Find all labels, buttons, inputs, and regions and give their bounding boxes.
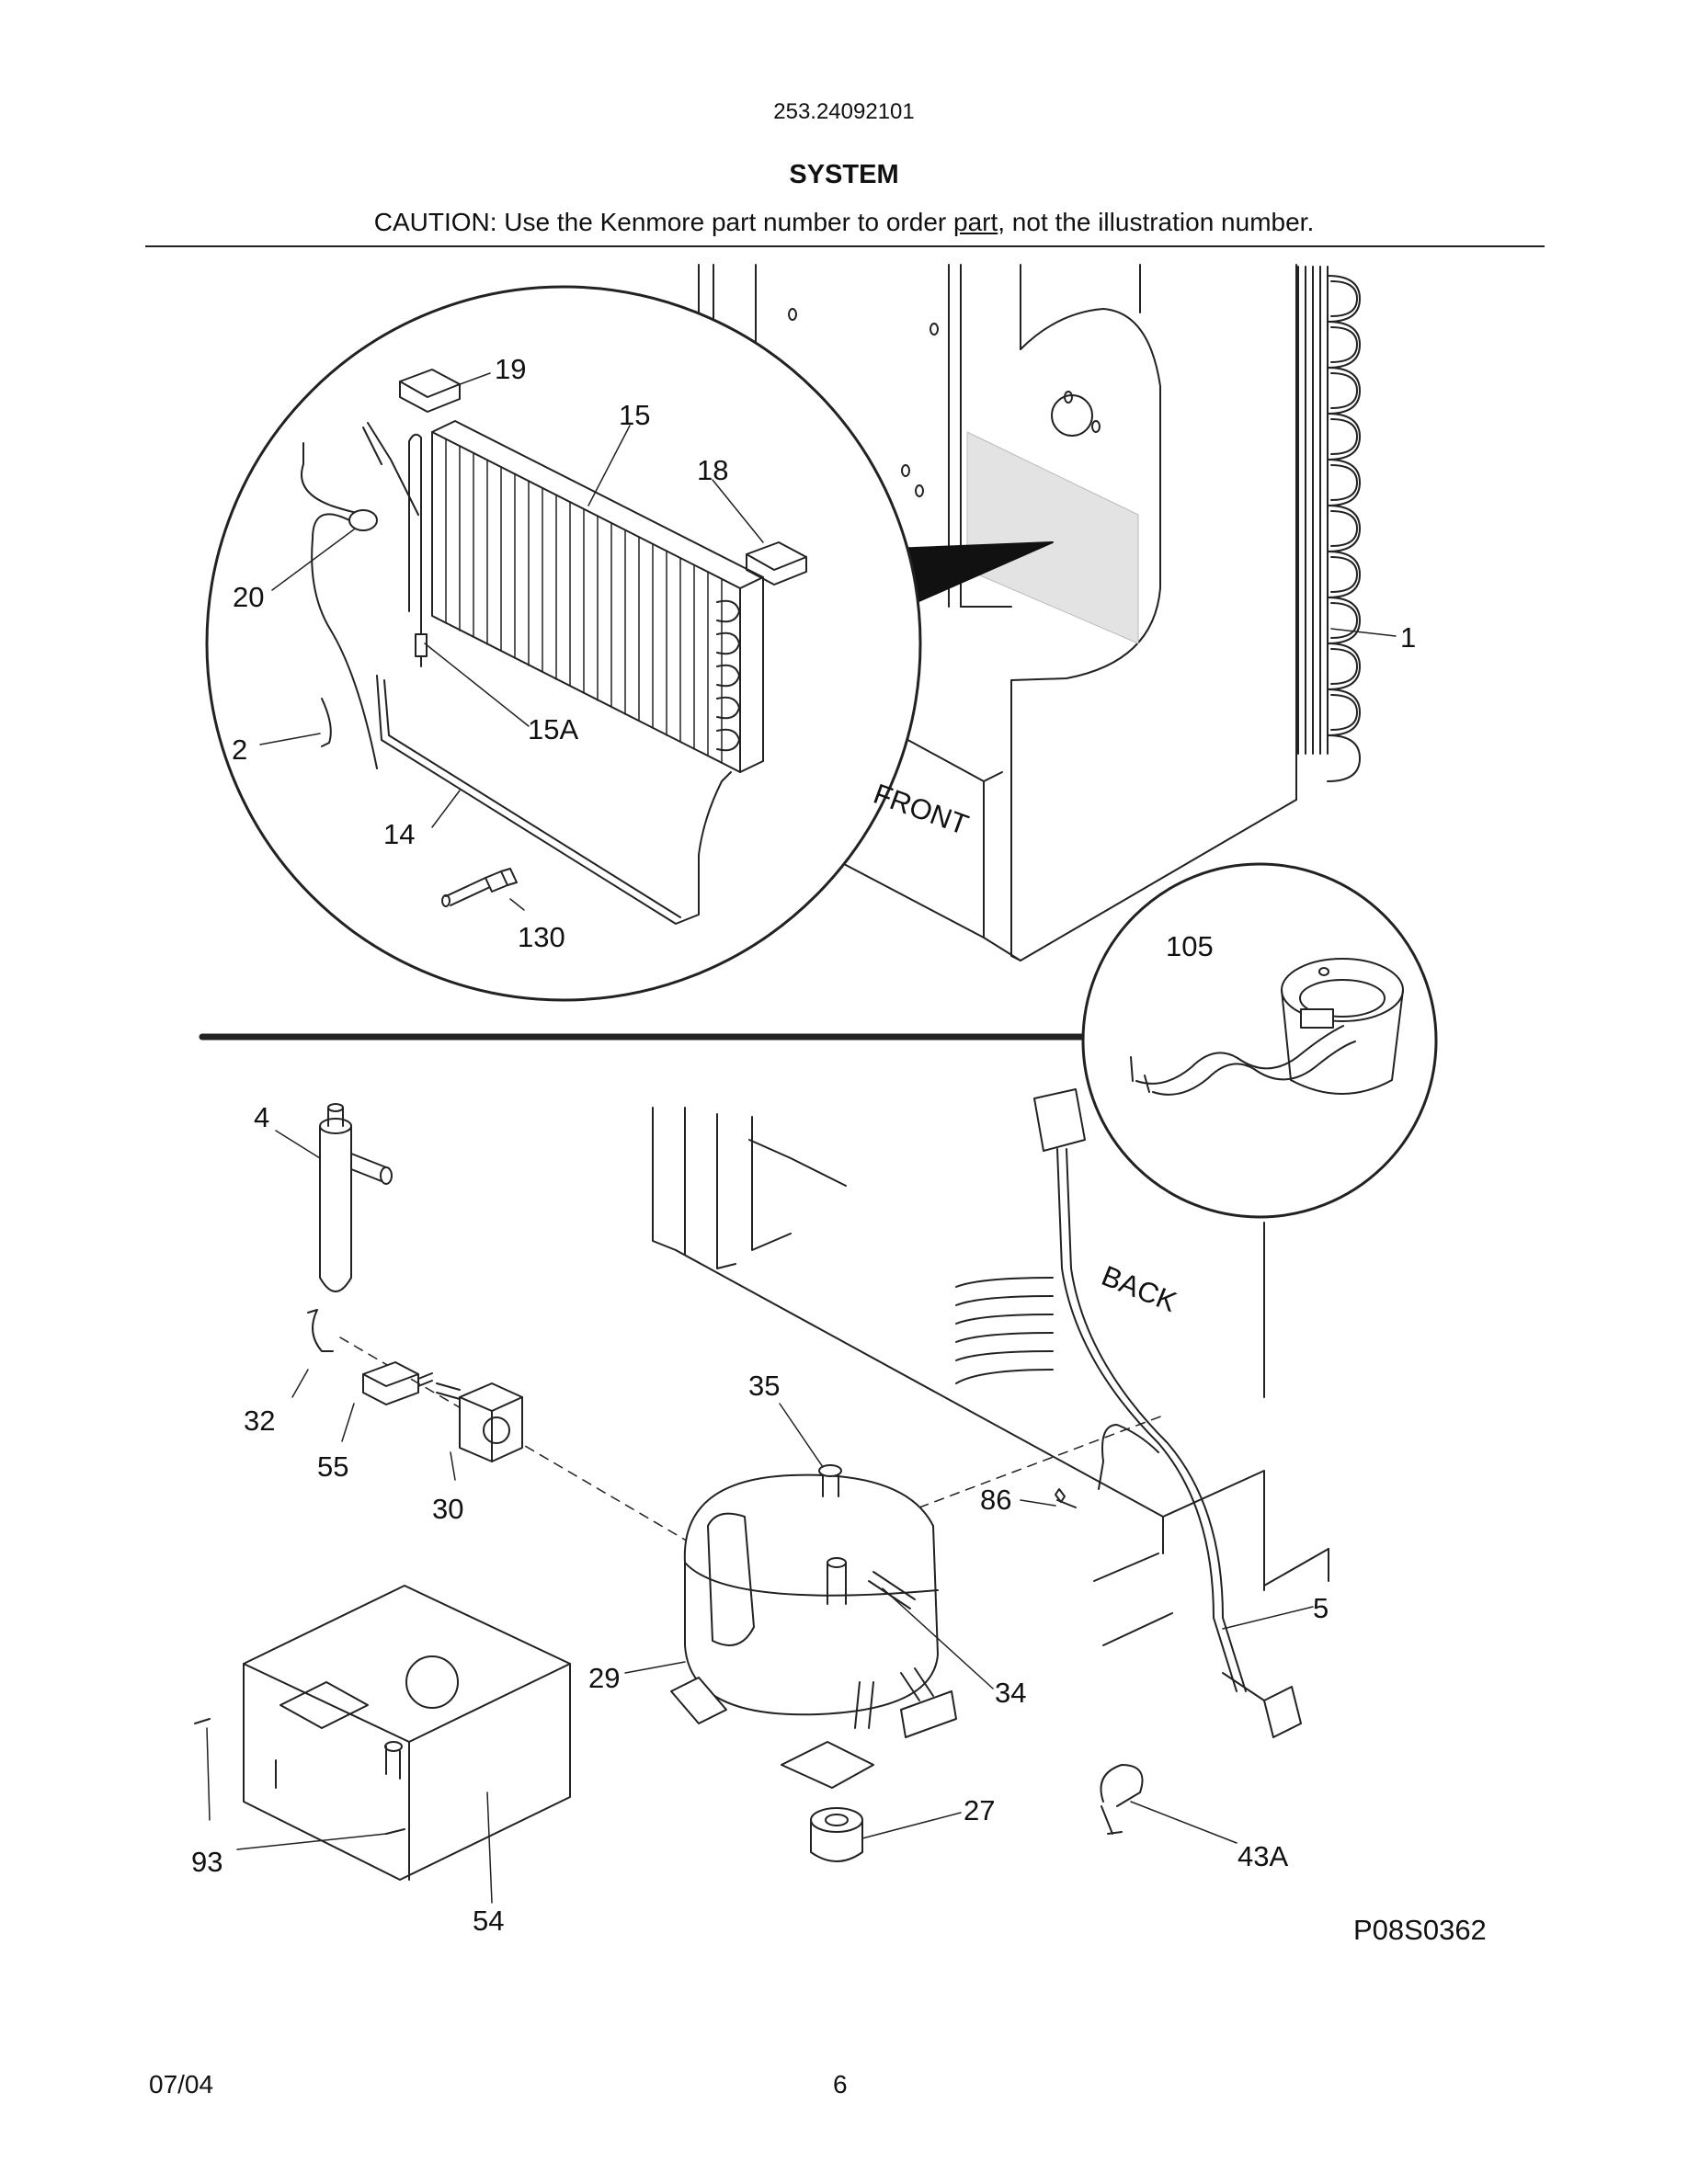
callout-130: 130 [518,921,565,953]
section-title: SYSTEM [789,160,899,189]
callout-29: 29 [588,1662,620,1694]
orientation-label-back: BACK [1097,1259,1181,1318]
callout-34: 34 [995,1677,1026,1709]
ground-screw [1055,1488,1077,1508]
callout-55: 55 [317,1450,348,1483]
page-number: 6 [833,2070,848,2099]
callout-93: 93 [191,1846,222,1878]
callout-43a: 43A [1237,1840,1288,1872]
compressor [670,1473,957,1789]
detail-circle-heater [1081,862,1438,1219]
evaporator-assembly [301,369,807,925]
callout-18: 18 [697,454,728,486]
orientation-label-front: FRONT [870,778,973,841]
filter-drier [319,1103,393,1292]
caution-link[interactable]: part [953,208,998,236]
callout-14: 14 [383,818,415,850]
defrost-heater-cup [1130,958,1404,1096]
callout-27: 27 [964,1794,995,1826]
callout-35: 35 [748,1370,780,1402]
callout-30: 30 [432,1493,463,1525]
leader-lines [206,372,1397,1904]
footer-date: 07/04 [149,2070,214,2099]
callout-2: 2 [232,734,247,766]
model-number: 253.24092101 [773,99,915,124]
condenser-coil [1297,266,1361,782]
callout-54: 54 [473,1905,504,1937]
overload-protector [436,1382,523,1462]
compressor-bolt [818,1464,842,1497]
cord-clamp [1100,1764,1144,1835]
callout-20: 20 [233,581,264,613]
relay-clip [307,1309,334,1352]
caution-suffix: , not the illustration number. [998,208,1315,236]
callout-15: 15 [619,399,650,431]
control-box [194,1585,571,1881]
caution-prefix: CAUTION: Use the Kenmore part number to … [373,208,953,236]
callout-86: 86 [980,1484,1011,1516]
compressor-grommet [810,1807,863,1862]
callout-1: 1 [1400,621,1416,654]
callout-5: 5 [1313,1592,1329,1624]
figure-code: P08S0362 [1353,1914,1487,1946]
callout-15a: 15A [528,713,578,745]
start-relay [362,1361,433,1405]
callout-4: 4 [254,1101,269,1133]
power-cord-harness [955,1088,1302,1738]
callout-105: 105 [1166,930,1214,962]
cabinet-lower [652,1107,1329,1591]
caution-text: CAUTION: Use the Kenmore part number to … [0,208,1688,237]
callout-32: 32 [244,1405,275,1437]
header-rule [145,245,1545,247]
callout-19: 19 [495,353,526,385]
